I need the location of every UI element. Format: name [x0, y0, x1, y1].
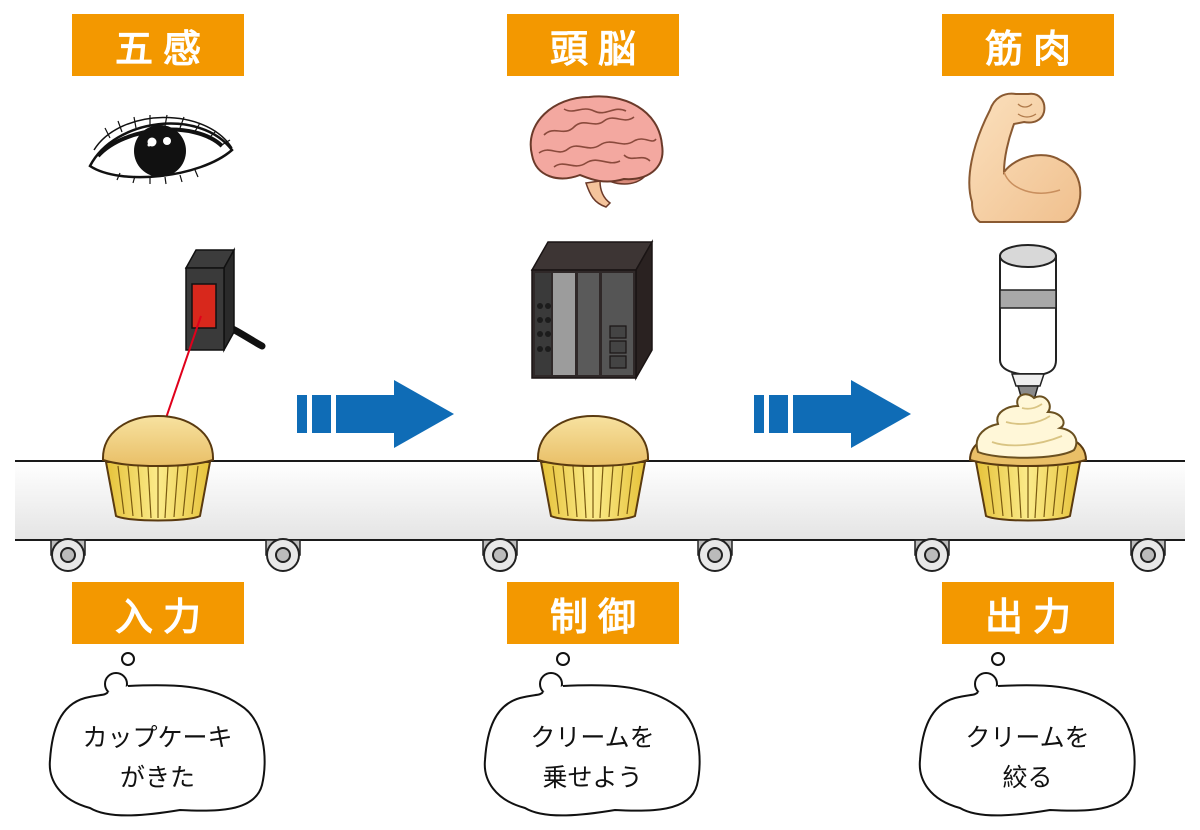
- label-senses-text: 五感: [114, 26, 211, 71]
- conveyor-rollers: [50, 538, 1166, 572]
- brain-icon: [529, 95, 664, 208]
- eye-icon: [88, 114, 234, 185]
- thought-bubble-output: [918, 652, 1136, 817]
- label-input: 入力: [72, 582, 244, 644]
- label-muscle: 筋肉: [942, 14, 1114, 76]
- thought-text-input: カップケーキ がきた: [55, 718, 260, 798]
- thought-line: カップケーキ: [82, 723, 233, 752]
- label-output-text: 出力: [984, 594, 1081, 639]
- label-brain-text: 頭脳: [549, 26, 646, 71]
- thought-text-control: クリームを 乗せよう: [490, 718, 695, 798]
- label-output: 出力: [942, 582, 1114, 644]
- photoelectric-sensor-icon: [165, 247, 266, 419]
- cupcake-icon: [536, 414, 650, 522]
- thought-line: クリームを: [965, 723, 1090, 752]
- thought-bubble-control: [483, 652, 701, 817]
- sensor-beam: [165, 315, 202, 419]
- roller-icon: [914, 538, 950, 572]
- label-muscle-text: 筋肉: [984, 26, 1081, 71]
- cream-dispenser-icon: [999, 244, 1057, 401]
- thought-text-output: クリームを 絞る: [925, 718, 1130, 798]
- roller-icon: [697, 538, 733, 572]
- thought-line: 乗せよう: [542, 763, 643, 792]
- flow-arrow-1-icon: [297, 380, 454, 448]
- label-senses: 五感: [72, 14, 244, 76]
- roller-icon: [1130, 538, 1166, 572]
- label-control-text: 制御: [549, 594, 646, 639]
- thought-bubble-input: [48, 652, 266, 817]
- roller-icon: [50, 538, 86, 572]
- label-brain: 頭脳: [507, 14, 679, 76]
- flexed-arm-icon: [968, 92, 1082, 223]
- roller-icon: [482, 538, 518, 572]
- roller-icon: [265, 538, 301, 572]
- frosted-cupcake-icon: [968, 393, 1088, 522]
- flow-arrow-2-icon: [754, 380, 911, 448]
- plc-controller-icon: [530, 239, 654, 381]
- label-control: 制御: [507, 582, 679, 644]
- thought-line: クリームを: [530, 723, 655, 752]
- label-input-text: 入力: [114, 594, 211, 639]
- thought-line: 絞る: [1002, 763, 1053, 792]
- cupcake-icon: [101, 414, 215, 522]
- thought-line: がきた: [119, 763, 195, 792]
